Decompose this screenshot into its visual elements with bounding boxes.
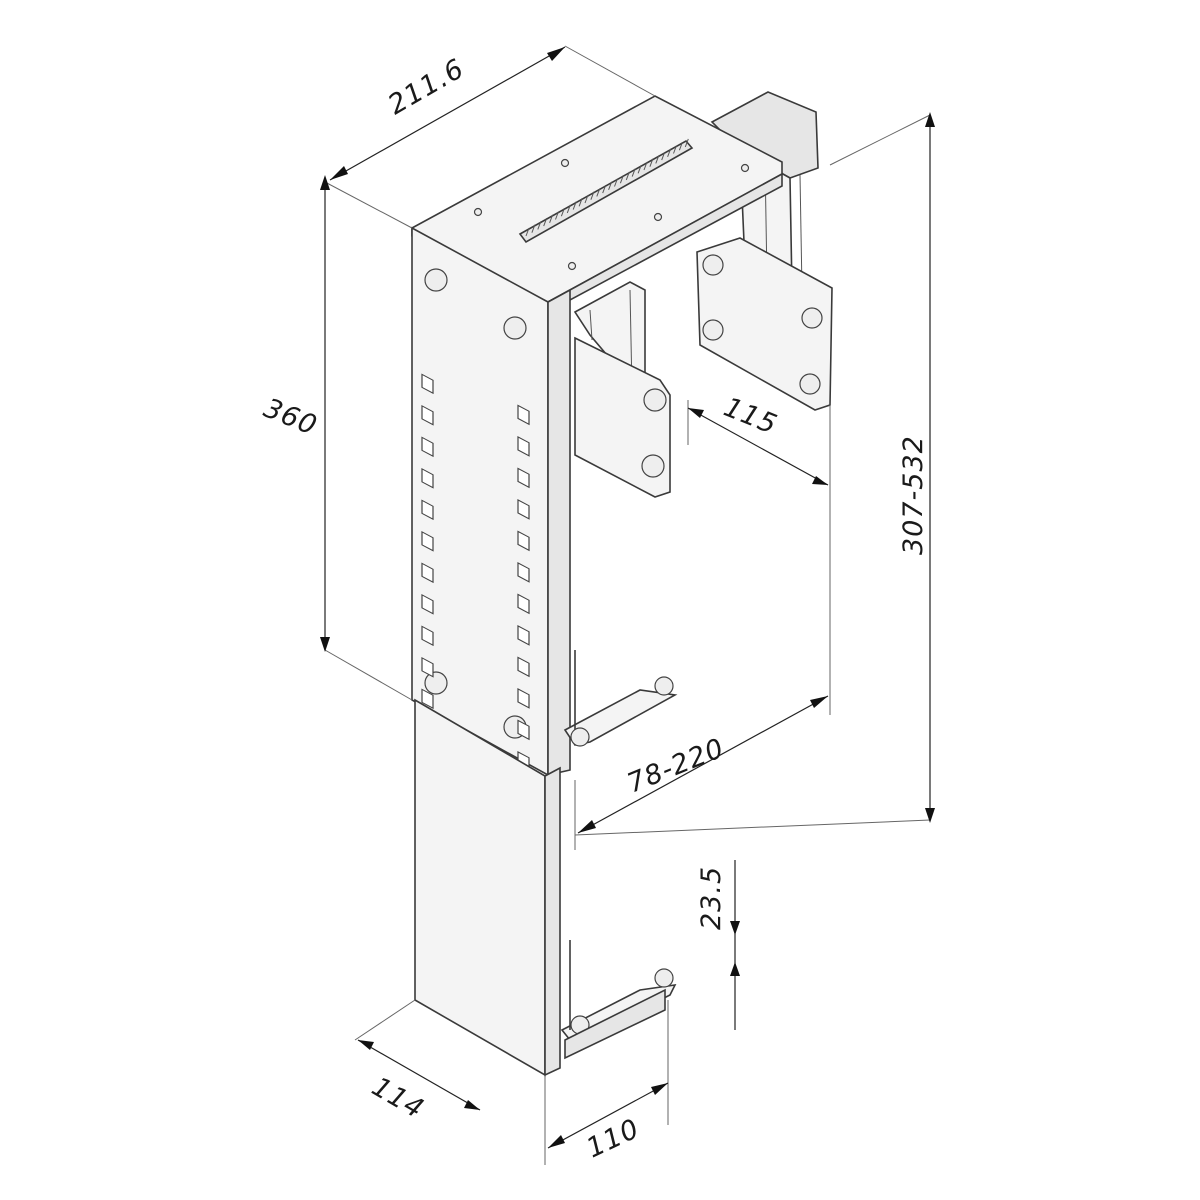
adjustment-slot bbox=[517, 593, 530, 615]
adjustment-slot bbox=[517, 404, 530, 426]
adjustment-slot bbox=[517, 436, 530, 457]
vent-tooth bbox=[572, 201, 577, 210]
vent-tooth bbox=[525, 227, 530, 237]
vent-tooth bbox=[614, 178, 618, 187]
adjustment-slot bbox=[421, 499, 434, 521]
vent-tooth bbox=[531, 224, 536, 233]
vent-teeth bbox=[525, 138, 689, 237]
vent-tooth bbox=[549, 214, 554, 223]
vent-tooth bbox=[602, 184, 607, 194]
dim-foot-height: 23.5 bbox=[696, 866, 727, 930]
mounting-plate-rear bbox=[696, 237, 833, 411]
adjustment-slot bbox=[517, 467, 530, 489]
vent-tooth bbox=[643, 161, 648, 171]
dim-plate-offset: 115 bbox=[719, 392, 781, 441]
vent-tooth bbox=[637, 165, 642, 174]
adjustment-slot bbox=[517, 499, 530, 520]
lower-section bbox=[414, 698, 561, 1077]
vent-tooth bbox=[578, 198, 583, 207]
adjustment-slot bbox=[421, 530, 434, 552]
adjustment-slot bbox=[517, 562, 530, 583]
adjustment-slot bbox=[421, 404, 434, 426]
adjustment-slot bbox=[421, 562, 434, 584]
adjustment-slot bbox=[517, 625, 530, 646]
mounting-plate-front bbox=[574, 336, 671, 498]
vent-tooth bbox=[625, 171, 630, 181]
vent-tooth bbox=[555, 211, 559, 220]
dim-base-width: 110 bbox=[582, 1113, 645, 1164]
vent-tooth bbox=[619, 175, 624, 184]
vent-tooth bbox=[584, 194, 589, 204]
adjustment-slot bbox=[421, 625, 434, 647]
adjustment-slot bbox=[517, 688, 530, 709]
adjustment-slot bbox=[517, 656, 530, 678]
dim-height: 360 bbox=[259, 393, 321, 442]
adjustment-slot bbox=[421, 373, 434, 395]
vent-tooth bbox=[590, 191, 595, 200]
vent-tooth bbox=[537, 221, 542, 230]
vent-tooth bbox=[673, 145, 677, 154]
vent-tooth bbox=[649, 158, 654, 167]
vent-tooth bbox=[631, 168, 636, 177]
adjustment-slot bbox=[517, 530, 530, 552]
adjustment-slot bbox=[517, 719, 530, 741]
dim-clamp-height: 307-532 bbox=[898, 435, 929, 555]
adjustment-slot bbox=[421, 688, 434, 710]
vent-tooth bbox=[667, 148, 672, 157]
vent-tooth bbox=[678, 142, 683, 151]
vent-tooth bbox=[684, 138, 689, 148]
vent-tooth bbox=[543, 217, 548, 227]
vent-tooth bbox=[608, 181, 613, 190]
adjustment-slot bbox=[421, 593, 434, 615]
vent-tooth bbox=[560, 208, 565, 217]
lower-foot-bracket bbox=[560, 940, 677, 1060]
adjustment-slot bbox=[421, 656, 434, 678]
main-housing bbox=[411, 226, 571, 777]
dim-width-range: 78-220 bbox=[623, 733, 729, 800]
upper-foot-bracket bbox=[563, 650, 678, 747]
dim-base-depth: 114 bbox=[367, 1071, 430, 1125]
dimension-lines bbox=[320, 46, 935, 1149]
adjustment-slot bbox=[421, 467, 434, 489]
dim-depth-top: 211.6 bbox=[383, 53, 470, 121]
vent-tooth bbox=[596, 188, 601, 197]
vent-tooth bbox=[655, 155, 660, 164]
vent-tooth bbox=[661, 151, 666, 161]
adjustment-slot bbox=[421, 436, 434, 458]
adjustment-slots-right bbox=[517, 404, 530, 772]
vent-tooth bbox=[566, 204, 571, 214]
